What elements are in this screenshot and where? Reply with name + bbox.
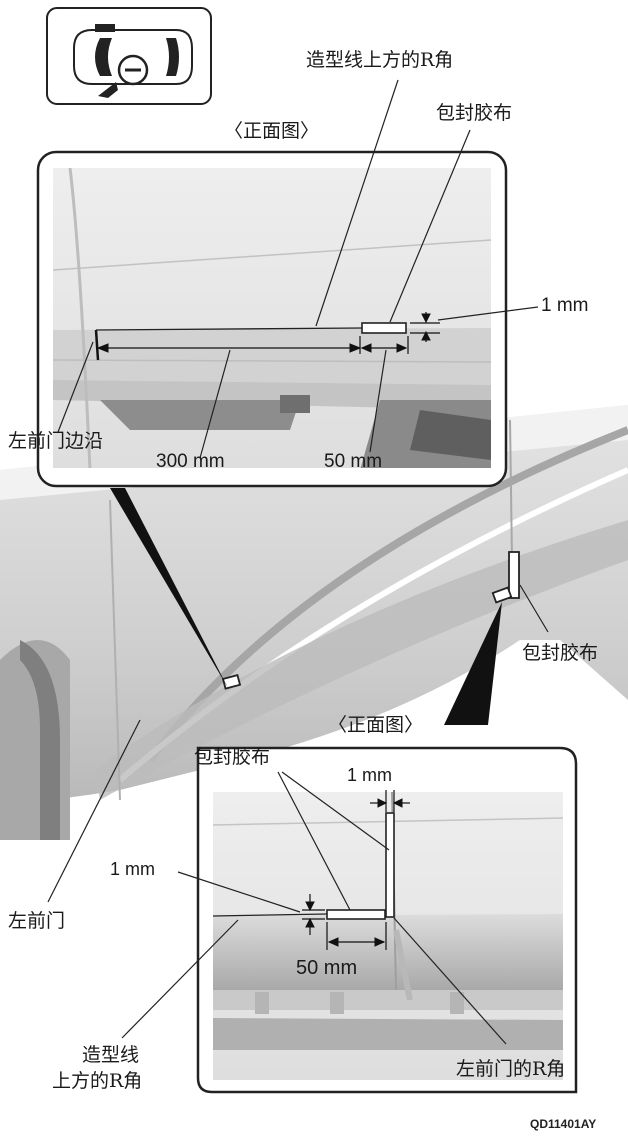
bottom-inset-pointer [444,602,502,725]
dim-length-300: 300 mm [156,451,225,472]
dim-gap-top: 1 mm [541,295,589,316]
label-tape-main: 包封胶布 [522,642,599,664]
dim-tape-width-bottom: 50 mm [296,957,358,979]
label-tape-bottom: 包封胶布 [194,746,271,768]
dim-gap-horizontal: 1 mm [110,859,155,879]
bottom-inset-dimensions [302,790,410,950]
top-inset-view-title: 〈正面图〉 [224,120,320,142]
top-inset-panel [36,150,508,488]
bottom-inset-view-title: 〈正面图〉 [328,714,424,736]
label-tape-top: 包封胶布 [436,102,513,124]
top-inset-pointer [110,488,228,688]
top-inset-dimensions [96,312,440,354]
figure-code: QD11401AY [530,1117,597,1131]
label-r-corner-bottom-2: 上方的R角 [52,1070,143,1092]
vehicle-orientation-icon [46,7,212,105]
dim-tape-width-top: 50 mm [324,451,383,472]
dim-gap-vertical: 1 mm [347,765,392,785]
label-door-edge: 左前门边沿 [8,430,104,452]
label-front-door: 左前门 [8,910,66,932]
label-r-corner-bottom-1: 造型线 [82,1044,140,1066]
bottom-inset-panel [196,746,578,1094]
label-door-r-corner: 左前门的R角 [456,1058,566,1080]
top-inset-leaders [57,79,539,459]
bottom-inset-leaders [47,584,549,1045]
label-r-corner-top: 造型线上方的R角 [306,49,454,71]
